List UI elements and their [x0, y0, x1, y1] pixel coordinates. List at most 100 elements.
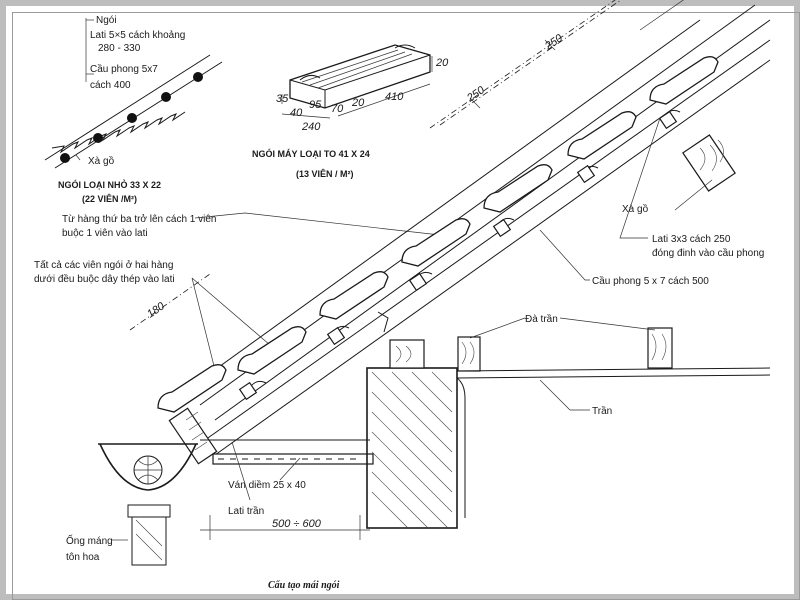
dim-240: 240: [301, 121, 321, 133]
ceiling-beam-1-grain: [461, 341, 475, 365]
tile-6: [567, 111, 637, 160]
label-cauphong-small: Cầu phong 5x7: [90, 63, 158, 75]
ceiling-beam-2-grain: [651, 333, 667, 361]
wall-hatch: [371, 371, 453, 529]
small-tile-batten-4: [161, 92, 171, 102]
label-tran: Trần: [592, 405, 612, 417]
machine-tile-detail: 35 40 95 70 20 240 410 20 NGÓI MÁY LOẠI …: [252, 44, 449, 179]
dim-line-240: [281, 113, 331, 119]
note-third-row-leader: [194, 212, 441, 236]
dim-250-lower: 250: [464, 84, 487, 105]
label-xa-go: Xà gồ: [622, 203, 649, 215]
label-xago-small: Xà gồ: [88, 155, 115, 167]
dim-95: 95: [309, 99, 322, 111]
leader-tran: [539, 379, 590, 411]
batten-5: [576, 164, 596, 184]
purlin-top: [682, 134, 736, 192]
label-da-tran: Đà trần: [525, 313, 558, 325]
label-overhang: 500 ÷ 600: [272, 518, 322, 530]
small-tile-row: [51, 111, 186, 154]
small-tile-detail: Ngói Lati 5×5 cách khoảng 280 - 330 Cầu …: [44, 15, 223, 204]
leader-vandiem: [279, 457, 301, 481]
dim-20-front: 20: [351, 97, 365, 109]
note-third-row-2: buộc 1 viên vào lati: [62, 228, 148, 239]
wall-nail: [377, 311, 389, 333]
roof-section: 250 250 180: [66, 0, 771, 566]
fascia-grain: [185, 411, 208, 451]
dim-tick-250a: [544, 39, 556, 51]
eave: [168, 407, 374, 465]
tile-row: [157, 56, 719, 413]
machine-tile-count: (13 VIÊN / M²): [296, 168, 354, 179]
label-lati-1: Lati 3x3 cách 250: [652, 234, 731, 245]
gutter-bowl: [99, 443, 197, 491]
dim-line-410: [337, 83, 431, 117]
tile-4: [401, 218, 471, 267]
leaders: [112, 117, 713, 541]
small-tile-count: (22 VIÊN /M²): [82, 193, 137, 204]
gutter-globe-grid: [134, 456, 162, 484]
label-lati-tran: Lati trần: [228, 505, 264, 517]
downpipe-hatch: [135, 519, 163, 561]
machine-tile-lugs: [299, 44, 416, 81]
roof-line-ext: [639, 0, 684, 31]
wall-plate: [389, 339, 425, 369]
diagram-caption: Cấu tạo mái ngói: [268, 580, 340, 591]
tile-1: [157, 364, 227, 413]
ceiling-beam-2: [647, 327, 673, 369]
small-tile-batten-3: [127, 113, 137, 123]
dim-35: 35: [276, 93, 289, 105]
note-all-tiles-1: Tất cả các viên ngói ở hai hàng: [34, 259, 173, 271]
rafter-bottom: [214, 59, 771, 456]
purlin-top-grain: [699, 139, 724, 172]
battens: [238, 110, 678, 401]
ceiling-cornice: [456, 377, 466, 518]
batten-1: [238, 381, 258, 401]
dim-40: 40: [290, 107, 303, 119]
label-cauphong-spacing: cách 400: [90, 80, 131, 91]
dim-dash-250b: [429, 0, 616, 129]
dim-410: 410: [385, 91, 404, 103]
tile-lugs: [251, 109, 681, 386]
dim-tick-250b: [469, 97, 481, 109]
batten-6: [658, 110, 678, 130]
small-tile-title: NGÓI LOẠI NHỎ 33 X 22: [58, 179, 161, 190]
small-tile-leader-xago: [75, 154, 81, 161]
tile-2: [237, 326, 307, 375]
dim-dash-180: [129, 273, 211, 331]
dim-20-side: 20: [435, 57, 449, 69]
dim-70: 70: [331, 103, 344, 115]
small-tile-batten-2: [93, 133, 103, 143]
leader-lati: [619, 117, 661, 239]
label-van-diem: Ván diềm 25 x 40: [228, 479, 306, 491]
label-ngoi: Ngói: [96, 15, 117, 26]
ceiling-line-bottom: [456, 374, 771, 379]
leader-xago: [674, 179, 713, 211]
small-tile-batten-1: [60, 153, 70, 163]
wall-plate-grain: [395, 345, 412, 363]
rafter-top: [204, 39, 771, 441]
leader-latitran: [231, 441, 251, 501]
ceiling-beam-1: [457, 336, 481, 372]
downpipe-collar: [127, 504, 171, 518]
note-all-tiles-leader: [191, 277, 271, 371]
leader-datran-1: [469, 317, 526, 339]
batten-4: [492, 218, 512, 238]
note-third-row-1: Từ hàng thứ ba trở lên cách 1 viên: [62, 213, 216, 225]
label-lati-2: đóng đinh vào cầu phong: [652, 247, 764, 259]
label-ong-mang-2: tôn hoa: [66, 552, 100, 563]
downpipe: [131, 516, 167, 566]
batten-3: [408, 272, 428, 292]
label-cau-phong: Cầu phong 5 x 7 cách 500: [592, 275, 709, 287]
ceiling-beams: [456, 327, 771, 518]
dim-250-upper: 250: [542, 32, 565, 53]
label-lati-small: Lati 5×5 cách khoảng: [90, 30, 185, 41]
gutter: [98, 443, 198, 566]
tile-7: [649, 56, 719, 105]
roof-line-1: [179, 19, 701, 396]
ceiling-line-top: [456, 367, 771, 372]
dim-dash-250a: [439, 0, 622, 126]
label-lati-range: 280 - 330: [98, 43, 141, 54]
fascia-board: [168, 407, 218, 465]
